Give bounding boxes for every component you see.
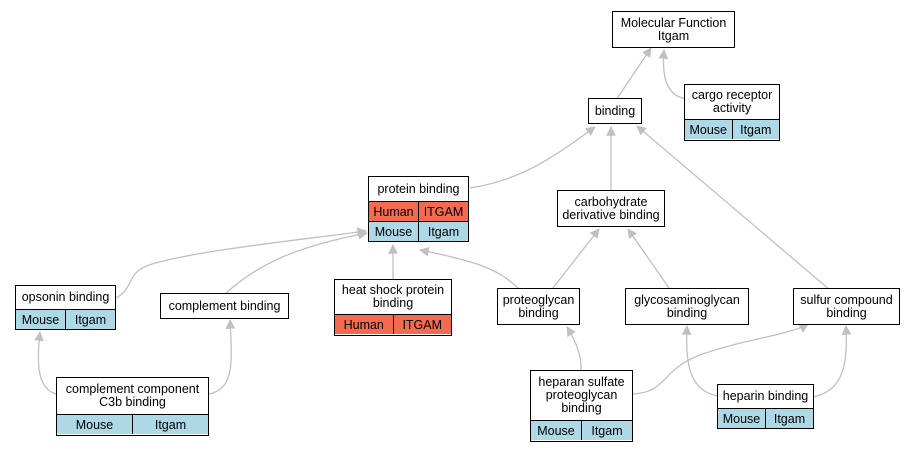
species-row-mouse: Mouse Itgam [531,420,632,440]
node-label: opsonin binding [21,290,110,304]
species-row-human: Human ITGAM [335,314,451,334]
edge-hspg-to-proteoglycan [566,326,582,371]
node-label: protein binding [377,181,460,196]
species-cell: Mouse [689,122,728,137]
node-label: heat shock protein binding [341,283,445,310]
edge-proteoglycan-to-carb [552,228,600,289]
node-label: heparin binding [722,389,809,403]
edge-binding-to-mf [615,47,652,101]
edge-heparin-to-gag [681,325,719,397]
node-sulfur-compound-binding[interactable]: sulfur compound binding [793,288,900,325]
species-row-human: Human ITGAM [369,201,468,221]
species-row-mouse: Mouse Itgam [718,408,813,428]
species-cell: Mouse [75,417,114,432]
gene-cell: ITGAM [392,315,452,334]
node-label: proteoglycan binding [502,292,575,320]
node-binding[interactable]: binding [588,98,642,124]
node-label: complement component C3b binding [65,382,200,409]
edge-sulfur-to-binding [636,125,831,291]
edge-complement-to-protein [224,229,368,295]
gene-cell: Itgam [765,409,813,428]
node-glycosaminoglycan-binding[interactable]: glycosaminoglycan binding [625,288,749,325]
species-cell: Mouse [722,411,761,426]
node-opsonin-binding[interactable]: opsonin binding Mouse Itgam [15,285,116,330]
node-label: carbohydrate derivative binding [562,194,660,222]
species-cell: Mouse [537,423,575,438]
node-heparin-binding[interactable]: heparin binding Mouse Itgam [717,384,814,429]
node-label: Molecular Function Itgam [620,15,727,43]
edge-hspg-to-sulfur [632,323,809,395]
gene-cell: Itgam [581,421,632,440]
node-label: complement binding [168,298,281,313]
species-row-mouse: Mouse Itgam [16,309,115,329]
node-heparan-sulfate-proteoglycan-binding[interactable]: heparan sulfate proteoglycan binding Mou… [530,370,633,442]
edge-heparin-to-sulfur [812,325,852,398]
edge-proteoglycan-to-protein [419,246,521,291]
gene-cell: Itgam [418,222,468,241]
node-cargo-receptor-activity[interactable]: cargo receptor activity Mouse Itgam [684,84,780,141]
node-complement-component-c3b-binding[interactable]: complement component C3b binding Mouse I… [56,377,209,436]
node-label: binding [594,103,636,118]
species-cell: Mouse [374,224,413,239]
gene-cell: Itgam [65,310,115,329]
node-label: cargo receptor activity [691,88,773,115]
gene-cell: ITGAM [418,202,468,221]
edge-protein-to-binding [469,126,596,189]
node-carbohydrate-derivative-binding[interactable]: carbohydrate derivative binding [557,190,665,227]
node-heat-shock-protein-binding[interactable]: heat shock protein binding Human ITGAM [334,279,452,336]
node-label: glycosaminoglycan binding [634,292,740,320]
species-row-mouse: Mouse Itgam [685,119,779,139]
node-label: sulfur compound binding [800,292,893,320]
species-row-mouse: Mouse Itgam [369,221,468,241]
gene-cell: Itgam [731,120,780,139]
node-protein-binding[interactable]: protein binding Human ITGAM Mouse Itgam [368,176,469,242]
edge-c3b-to-opsonin [34,331,57,395]
edge-cargo-to-mf [658,49,687,100]
edge-c3b-to-complement [208,319,236,395]
edge-gag-to-carb [627,228,670,289]
species-row-mouse: Mouse Itgam [57,414,208,434]
node-complement-binding[interactable]: complement binding [160,293,289,319]
node-label: heparan sulfate proteoglycan binding [538,375,625,415]
node-proteoglycan-binding[interactable]: proteoglycan binding [497,288,580,325]
species-cell: Human [373,204,414,219]
node-molecular-function[interactable]: Molecular Function Itgam [612,11,735,48]
species-cell: Human [343,317,384,332]
species-cell: Mouse [21,312,60,327]
gene-cell: Itgam [132,415,208,434]
edge-opsonin-to-protein [115,227,367,299]
